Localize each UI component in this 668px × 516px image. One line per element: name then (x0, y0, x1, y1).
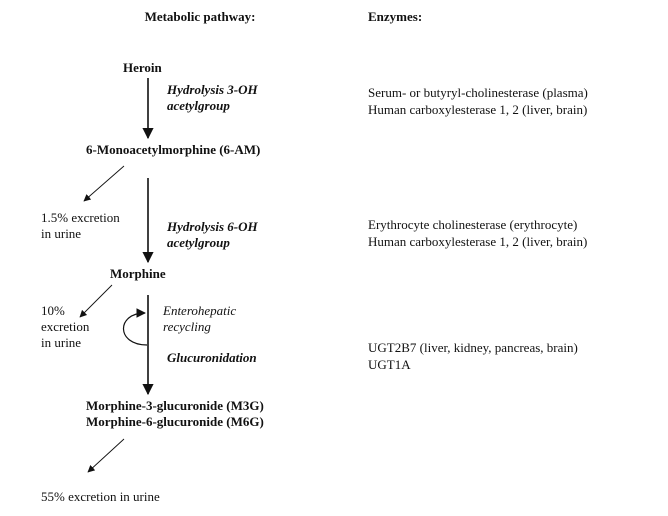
reaction-hydrolysis-6oh-acetylgroup: acetylgroup (167, 235, 230, 250)
excretion-6am-line2: in urine (41, 226, 82, 241)
excretion-glucuronides: 55% excretion in urine (41, 489, 160, 504)
reaction-hydrolysis-6oh: Hydrolysis 6-OH (167, 219, 258, 234)
excretion-morphine-line1: 10% (41, 303, 65, 318)
arrow-6am-excretion (83, 165, 125, 202)
reaction-hydrolysis-3oh: Hydrolysis 3-OH (167, 82, 258, 97)
compound-m6g: Morphine-6-glucuronide (M6G) (86, 414, 264, 429)
excretion-morphine-line3: in urine (41, 335, 82, 350)
compound-m3g: Morphine-3-glucuronide (M3G) (86, 398, 264, 413)
reaction-glucuronidation: Glucuronidation (167, 350, 257, 365)
arrow-morphine-excretion (79, 284, 113, 318)
enzyme-step3-line2: UGT1A (368, 357, 411, 372)
compound-heroin: Heroin (123, 60, 162, 75)
reaction-hydrolysis-3oh-acetylgroup: acetylgroup (167, 98, 230, 113)
reaction-recycling: recycling (163, 319, 211, 334)
excretion-6am-line1: 1.5% excretion (41, 210, 120, 225)
enzyme-step3-line1: UGT2B7 (liver, kidney, pancreas, brain) (368, 340, 578, 355)
enzyme-step2-line2: Human carboxylesterase 1, 2 (liver, brai… (368, 234, 588, 249)
excretion-morphine-line2: excretion (41, 319, 90, 334)
enzyme-step1-line1: Serum- or butyryl-cholinesterase (plasma… (368, 85, 588, 100)
enzyme-step2-line1: Erythrocyte cholinesterase (erythrocyte) (368, 217, 578, 232)
compound-6-monoacetylmorphine: 6-Monoacetylmorphine (6-AM) (86, 142, 261, 157)
enzyme-step1-line2: Human carboxylesterase 1, 2 (liver, brai… (368, 102, 588, 117)
pathway-header: Metabolic pathway: (144, 9, 256, 24)
arrow-enterohepatic-loop (122, 308, 148, 346)
enzymes-header: Enzymes: (368, 9, 423, 24)
compound-morphine: Morphine (110, 266, 166, 281)
arrow-glucuronide-excretion (87, 438, 125, 473)
reaction-enterohepatic: Enterohepatic (163, 303, 237, 318)
